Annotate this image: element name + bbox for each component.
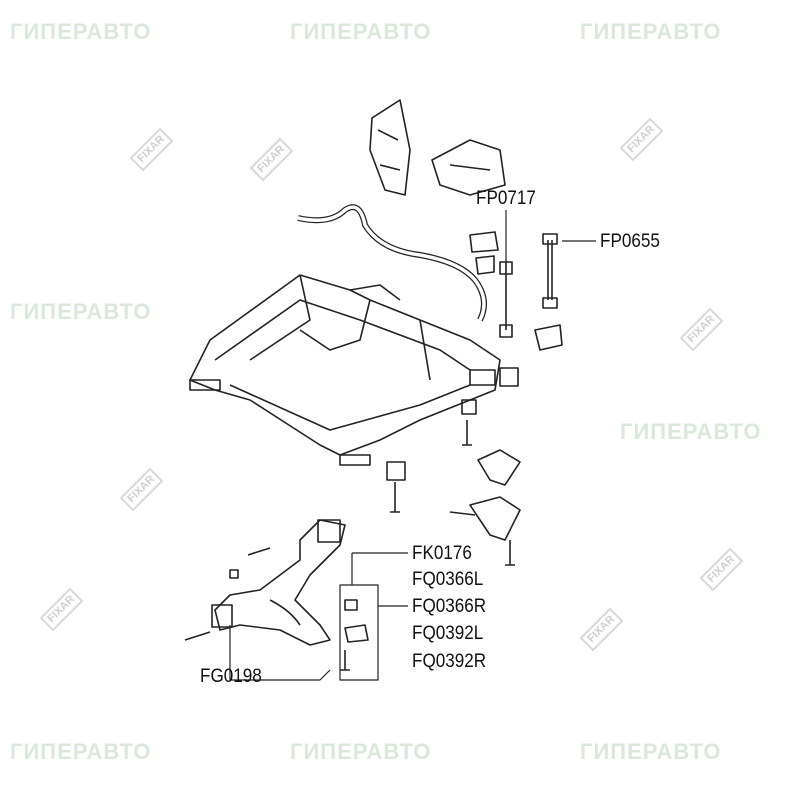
subframe-bushing	[386, 367, 519, 481]
part-label-fp0717[interactable]: FP0717	[476, 188, 536, 209]
part-label-fk0176[interactable]: FK0176	[412, 543, 472, 564]
part-label-fg0198[interactable]: FG0198	[200, 666, 262, 687]
part-label-fq0392r[interactable]: FQ0392R	[412, 651, 487, 672]
part-label-fq0366l[interactable]: FQ0366L	[412, 569, 484, 590]
triangle-bracket-upper	[477, 449, 521, 486]
stabilizer-bushing	[469, 231, 499, 275]
arm-bolts	[184, 547, 271, 641]
watermark-brand: ГИПЕРАВТО	[10, 739, 152, 764]
part-label-fq0366r[interactable]: FQ0366R	[412, 596, 487, 617]
mount-bracket-left	[369, 99, 411, 196]
watermark-brand: ГИПЕРАВТО	[580, 739, 722, 764]
watermark-brand: ГИПЕРАВТО	[620, 419, 762, 444]
watermark-brand: ГИПЕРАВТО	[580, 19, 722, 44]
watermark-brand: ГИПЕРАВТО	[10, 19, 152, 44]
triangle-bracket-lower	[449, 496, 521, 541]
ball-joint	[340, 599, 369, 671]
mount-bracket-right	[431, 139, 506, 196]
stabilizer-link-short	[499, 261, 513, 338]
rubber-mount	[534, 324, 563, 351]
watermark-brand: ГИПЕРАВТО	[290, 19, 432, 44]
bolt	[390, 420, 472, 513]
lower-control-arm	[214, 519, 346, 646]
part-label-fp0655[interactable]: FP0655	[600, 231, 660, 252]
watermark-brand: ГИПЕРАВТО	[290, 739, 432, 764]
subframe	[189, 274, 501, 456]
bolt-right	[505, 540, 515, 566]
part-label-fq0392l[interactable]: FQ0392L	[412, 623, 484, 644]
stabilizer-bar	[297, 204, 487, 322]
stabilizer-link-long	[542, 233, 558, 309]
watermark-brand: ГИПЕРАВТО	[10, 299, 152, 324]
